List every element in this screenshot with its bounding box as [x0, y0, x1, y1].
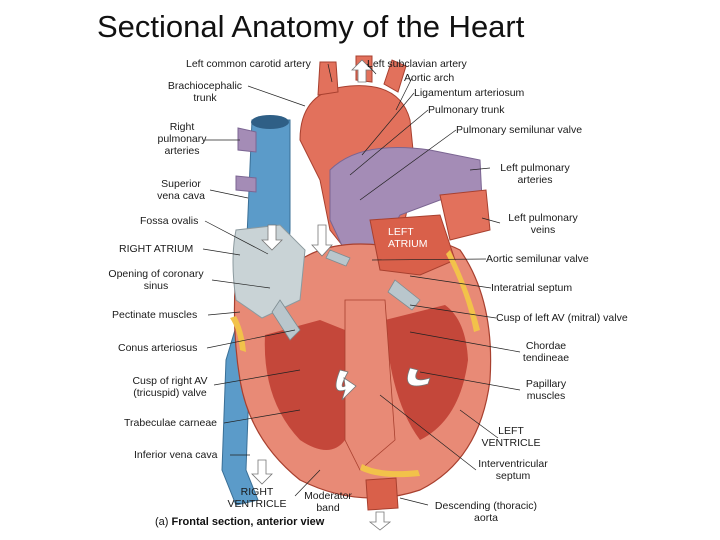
label-ligamentum-arteriosum: Ligamentum arteriosum	[414, 87, 525, 99]
label-right-ventricle: RIGHT VENTRICLE	[227, 486, 287, 510]
valve-cusps	[271, 249, 421, 341]
label-aortic-semilunar: Aortic semilunar valve	[486, 253, 589, 265]
page-title: Sectional Anatomy of the Heart	[97, 9, 525, 44]
flow-arrows	[251, 59, 431, 531]
label-superior-vena-cava: Superior vena cava	[157, 178, 205, 202]
label-tricuspid: Cusp of right AV (tricuspid) valve	[132, 375, 208, 399]
label-chordae-tendineae: Chordae tendineae	[522, 340, 570, 364]
label-left-ventricle: LEFT VENTRICLE	[481, 425, 541, 449]
descending-aorta-shape	[365, 477, 399, 511]
right-ventricle-chamber	[264, 320, 345, 450]
label-descending-aorta: Descending (thoracic) aorta	[434, 500, 538, 524]
label-coronary-sinus: Opening of coronary sinus	[108, 268, 204, 292]
label-papillary-muscles: Papillary muscles	[525, 378, 567, 402]
right-pulmonary-arteries-shape	[235, 127, 257, 193]
label-left-common-carotid: Left common carotid artery	[186, 58, 311, 70]
label-pulmonary-trunk: Pulmonary trunk	[428, 104, 505, 116]
label-mitral: Cusp of left AV (mitral) valve	[496, 312, 628, 324]
label-inferior-vena-cava: Inferior vena cava	[134, 449, 218, 461]
label-left-atrium: LEFT ATRIUM	[388, 226, 428, 250]
leader-lines	[202, 63, 521, 506]
label-left-pulmonary-veins: Left pulmonary veins	[508, 212, 578, 236]
label-interventricular-septum: Interventricular septum	[478, 458, 548, 482]
label-moderator-band: Moderator band	[304, 490, 352, 514]
label-right-pulmonary-arteries: Right pulmonary arteries	[157, 121, 207, 157]
label-pulmonary-semilunar: Pulmonary semilunar valve	[456, 124, 583, 136]
label-aortic-arch: Aortic arch	[404, 72, 455, 84]
label-brachiocephalic: Brachiocephalic trunk	[167, 80, 243, 104]
label-left-subclavian: Left subclavian artery	[367, 58, 467, 70]
caption-letter: (a)	[155, 516, 169, 528]
figure-caption: (a) Frontal section, anterior view	[155, 516, 324, 528]
label-left-pulmonary-arteries: Left pulmonary arteries	[500, 162, 570, 186]
label-trabeculae-carneae: Trabeculae carneae	[124, 417, 218, 429]
label-right-atrium: RIGHT ATRIUM	[119, 243, 194, 255]
interventricular-septum-shape	[344, 299, 396, 471]
label-interatrial-septum: Interatrial septum	[491, 282, 573, 294]
label-fossa-ovalis: Fossa ovalis	[140, 215, 199, 227]
caption-text: Frontal section, anterior view	[171, 516, 325, 528]
label-conus-arteriosus: Conus arteriosus	[118, 342, 198, 354]
label-pectinate-muscles: Pectinate muscles	[112, 309, 198, 321]
left-pulmonary-veins-shape	[439, 189, 491, 241]
